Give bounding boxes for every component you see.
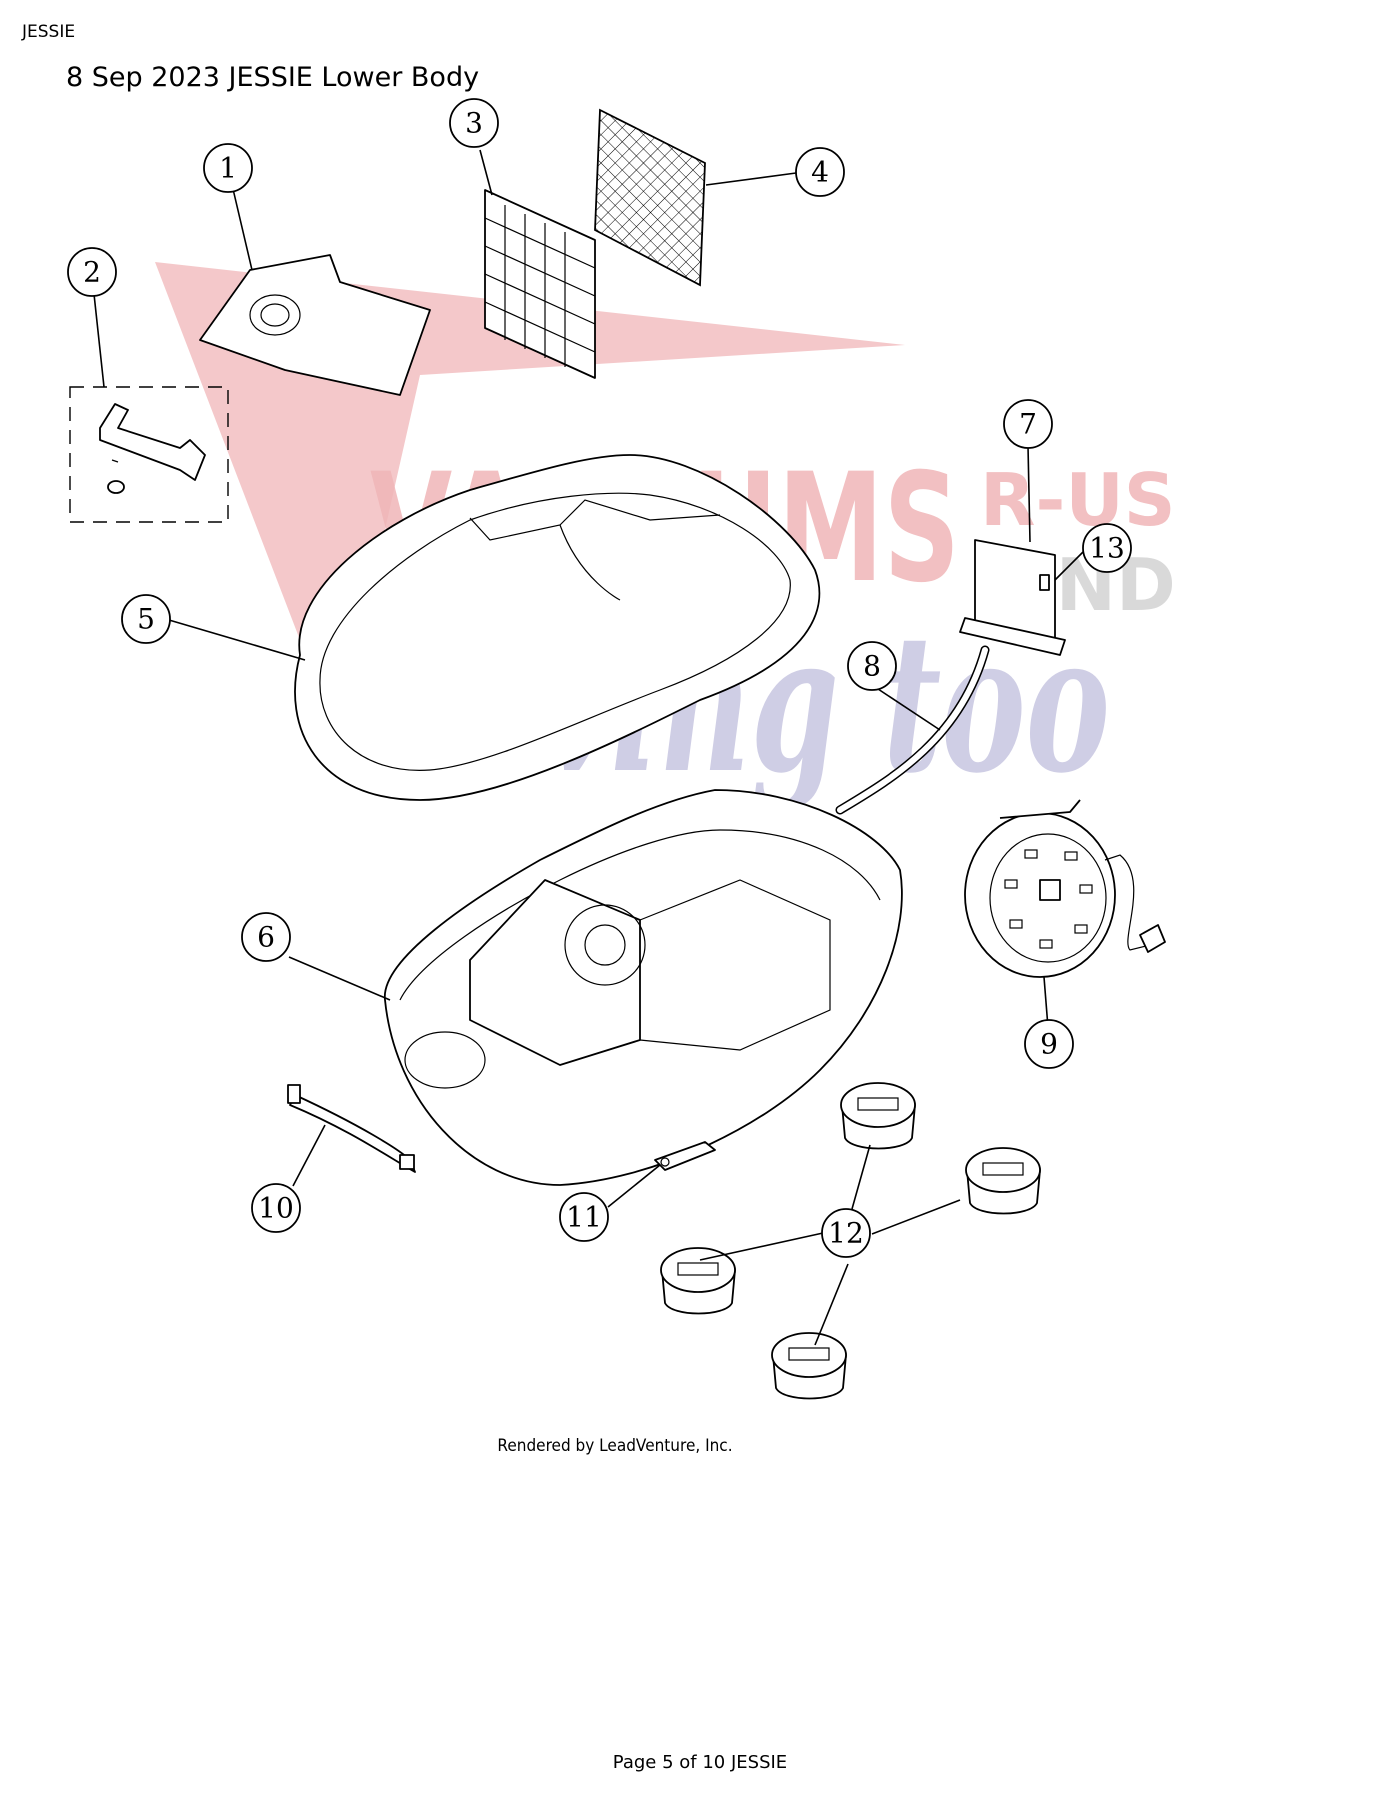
- svg-text:11: 11: [566, 1201, 602, 1234]
- callout-11: 11: [559, 1192, 609, 1242]
- callout-3: 3: [449, 98, 499, 148]
- svg-text:3: 3: [465, 107, 483, 140]
- callout-9: 9: [1024, 1019, 1074, 1069]
- svg-text:2: 2: [83, 256, 101, 289]
- callout-12: 12: [821, 1208, 871, 1258]
- part-5-upper-housing: [294, 454, 821, 801]
- part-1-bag-collar: [199, 254, 431, 396]
- watermark-line1-suffix: R-US: [980, 458, 1176, 542]
- callout-6: 6: [241, 912, 291, 962]
- render-credit: Rendered by LeadVenture, Inc.: [497, 1436, 733, 1456]
- header-label: JESSIE: [22, 22, 76, 42]
- page-footer: Page 5 of 10 JESSIE: [612, 1752, 788, 1773]
- part-3-filter-frame: [484, 189, 596, 379]
- part-6-lower-housing: [384, 789, 903, 1186]
- part-7-bag-plate: [959, 539, 1066, 656]
- leader-lines: [93, 149, 1086, 1346]
- svg-text:13: 13: [1089, 532, 1125, 565]
- callout-1: 1: [203, 143, 253, 193]
- callout-5: 5: [121, 594, 171, 644]
- svg-text:9: 9: [1040, 1028, 1058, 1061]
- callout-4: 4: [795, 147, 845, 197]
- part-12-caster: [771, 1332, 847, 1400]
- part-9-cord-reel: [964, 799, 1166, 978]
- part-8-tube: [835, 645, 990, 815]
- part-11-latch: [654, 1141, 716, 1171]
- svg-text:12: 12: [828, 1217, 864, 1250]
- svg-text:6: 6: [257, 921, 275, 954]
- part-2-clip-assembly: [69, 386, 229, 523]
- svg-text:4: 4: [811, 156, 829, 189]
- part-13-plate-tab: [1039, 574, 1050, 591]
- part-12-caster: [660, 1247, 736, 1315]
- part-12-caster: [840, 1082, 916, 1150]
- page-title: 8 Sep 2023 JESSIE Lower Body: [66, 62, 480, 93]
- svg-text:8: 8: [863, 650, 881, 683]
- svg-text:5: 5: [137, 603, 155, 636]
- part-10-strap: [287, 1084, 416, 1173]
- part-12-caster: [965, 1147, 1041, 1215]
- exploded-parts-diagram: VACUUMS R-US AND Sewing too: [67, 98, 1176, 1400]
- callout-10: 10: [251, 1183, 301, 1233]
- part-4-mesh-filter: [594, 108, 706, 287]
- callout-13: 13: [1082, 523, 1132, 573]
- svg-text:10: 10: [258, 1192, 294, 1225]
- svg-text:7: 7: [1019, 408, 1037, 441]
- callout-2: 2: [67, 247, 117, 297]
- callout-8: 8: [847, 641, 897, 691]
- callout-7: 7: [1003, 399, 1053, 449]
- svg-text:1: 1: [219, 152, 237, 185]
